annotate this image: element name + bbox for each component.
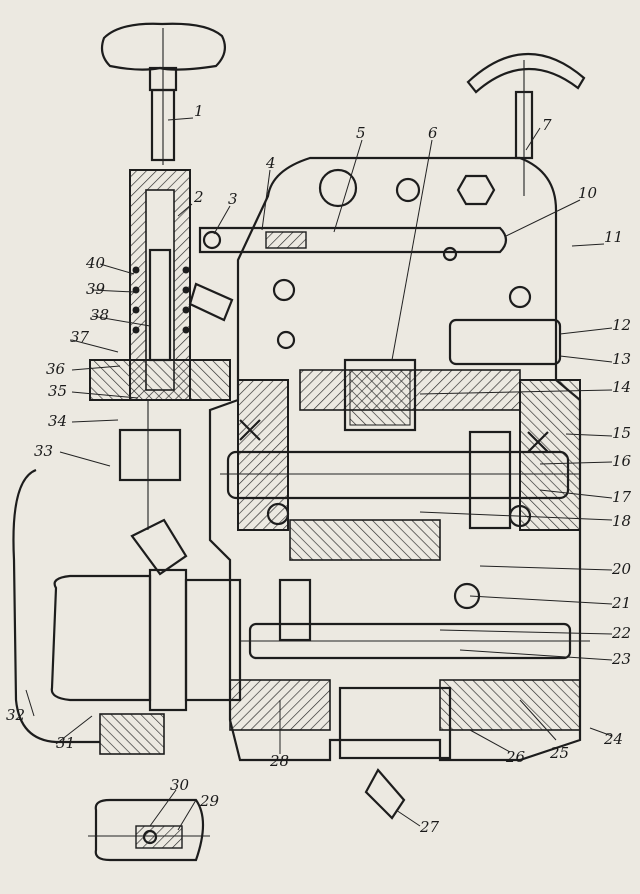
callout-1: 1 <box>194 102 204 120</box>
top-knob <box>100 22 227 165</box>
callout-12: 12 <box>612 316 631 334</box>
callout-31: 31 <box>56 734 75 752</box>
callout-37: 37 <box>70 328 90 346</box>
callout-40: 40 <box>85 254 106 272</box>
callout-30: 30 <box>170 776 190 794</box>
valve-body <box>89 169 231 530</box>
callout-5: 5 <box>356 124 366 142</box>
callout-23: 23 <box>611 650 631 668</box>
callout-18: 18 <box>612 512 631 530</box>
callout-34: 34 <box>48 412 67 430</box>
callout-14: 14 <box>612 378 631 396</box>
upper-rod <box>188 226 508 322</box>
bottom-detail-view <box>88 798 210 862</box>
gear-pack <box>272 278 562 432</box>
callout-2: 2 <box>193 188 204 206</box>
callout-29: 29 <box>199 792 220 810</box>
callout-39: 39 <box>86 280 106 298</box>
callout-6: 6 <box>428 124 438 142</box>
callout-11: 11 <box>604 228 623 246</box>
callout-26: 26 <box>505 748 526 766</box>
main-shaft <box>220 419 580 530</box>
callout-28: 28 <box>269 752 289 770</box>
t-handle <box>466 52 586 196</box>
callout-27: 27 <box>419 818 440 836</box>
leader-lines <box>25 117 613 831</box>
callout-16: 16 <box>612 452 632 470</box>
callout-3: 3 <box>228 190 238 208</box>
callout-13: 13 <box>612 350 631 368</box>
callout-33: 33 <box>34 442 53 460</box>
callout-7: 7 <box>542 116 552 134</box>
callout-25: 25 <box>549 744 569 762</box>
callout-20: 20 <box>611 560 632 578</box>
side-cylinder <box>12 468 242 755</box>
callout-labels: 1 2 3 4 5 6 7 10 11 12 13 14 15 16 17 18… <box>6 102 632 836</box>
lower-shaft <box>240 578 590 820</box>
callout-24: 24 <box>603 730 623 748</box>
callout-21: 21 <box>611 594 631 612</box>
callout-15: 15 <box>612 424 631 442</box>
callout-38: 38 <box>90 306 109 324</box>
callout-4: 4 <box>265 154 276 172</box>
callout-32: 32 <box>6 706 25 724</box>
callout-35: 35 <box>48 382 67 400</box>
callout-10: 10 <box>578 184 598 202</box>
callout-36: 36 <box>46 360 66 378</box>
callout-22: 22 <box>611 624 631 642</box>
callout-17: 17 <box>612 488 632 506</box>
